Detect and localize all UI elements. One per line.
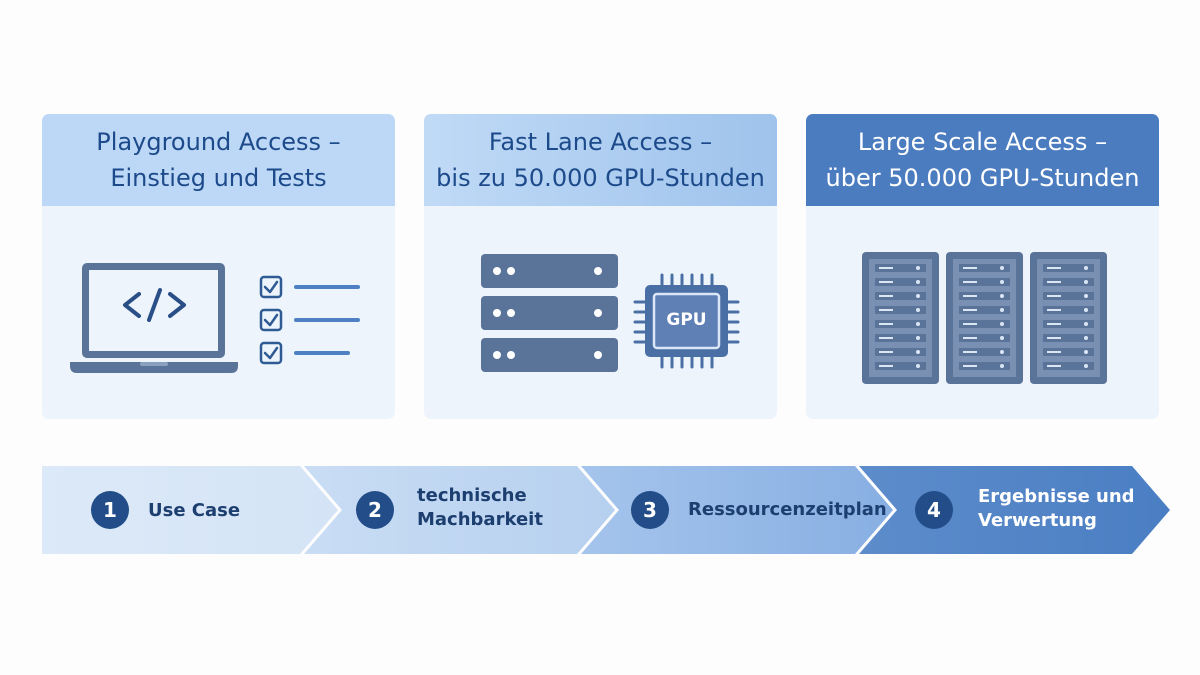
step-3-number: 3: [631, 491, 669, 529]
card-playground-access: Playground Access – Einstieg und Tests: [42, 114, 395, 419]
card-title-line1: Large Scale Access –: [857, 128, 1108, 156]
card-large-scale-access: Large Scale Access – über 50.000 GPU-Stu…: [806, 114, 1159, 419]
step-4-label-line1: Ergebnisse und: [978, 486, 1135, 507]
card-title-line2: bis zu 50.000 GPU-Stunden: [436, 164, 765, 192]
checklist-icon: [259, 275, 360, 365]
card-body: GPU: [424, 206, 777, 419]
card-body: [806, 206, 1159, 419]
step-3-label: Ressourcenzeitplan: [688, 498, 887, 522]
step-2-chevron: [304, 466, 615, 554]
step-4-label-line2: Verwertung: [978, 510, 1097, 531]
step-4-chevron: [859, 466, 1170, 554]
card-title-line2: über 50.000 GPU-Stunden: [825, 164, 1140, 192]
card-body: [42, 206, 395, 419]
server-rack-icon: [862, 252, 1107, 384]
step-3-label-line1: Ressourcenzeitplan: [688, 499, 887, 520]
step-4-label: Ergebnisse und Verwertung: [978, 485, 1135, 533]
step-2-label-line1: technische: [417, 485, 527, 506]
card-header: Large Scale Access – über 50.000 GPU-Stu…: [806, 114, 1159, 206]
gpu-chip-label: GPU: [666, 310, 707, 330]
gpu-chip-icon: [633, 273, 740, 369]
card-title-line2: Einstieg und Tests: [110, 164, 327, 192]
step-1-number: 1: [91, 491, 129, 529]
step-2-label: technische Machbarkeit: [417, 484, 543, 532]
card-title-line1: Fast Lane Access –: [488, 128, 713, 156]
step-3-chevron: [581, 466, 893, 554]
card-fast-lane-access: Fast Lane Access – bis zu 50.000 GPU-Stu…: [424, 114, 777, 419]
step-1-label-line1: Use Case: [148, 500, 241, 521]
card-title-line1: Playground Access –: [96, 128, 341, 156]
step-1-chevron: [42, 466, 338, 554]
step-1-label: Use Case: [148, 499, 240, 523]
step-2-label-line2: Machbarkeit: [417, 509, 543, 530]
card-header: Fast Lane Access – bis zu 50.000 GPU-Stu…: [424, 114, 777, 206]
server-stack-icon: [481, 254, 618, 372]
step-2-number: 2: [356, 491, 394, 529]
step-4-number: 4: [915, 491, 953, 529]
card-header: Playground Access – Einstieg und Tests: [42, 114, 395, 206]
laptop-code-icon: [70, 263, 238, 373]
